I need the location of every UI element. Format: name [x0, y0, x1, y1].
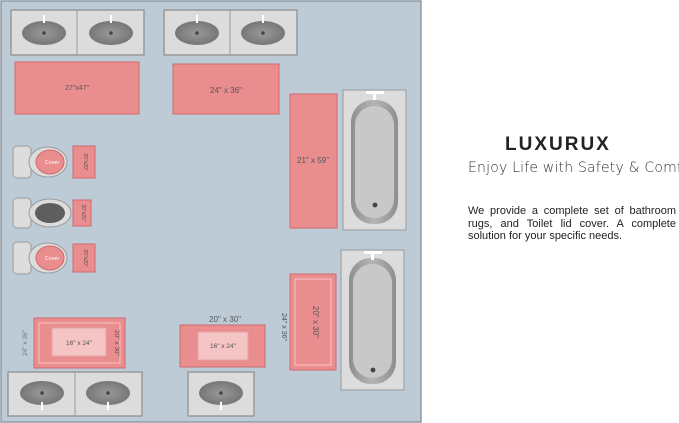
bathtub-bottom: [340, 249, 405, 391]
rug-16x24-bottom-label: 16" x 24": [210, 343, 237, 350]
toilet-open-2: 20"x20": [12, 197, 92, 229]
rug-24x36-top: 24" x 36": [172, 63, 280, 115]
sink-double-top-left: [10, 9, 145, 56]
product-description: We provide a complete set of bathroom ru…: [468, 205, 676, 242]
rug-20x30-right: 20" x 30": [289, 273, 337, 371]
rug-21x59-label: 21" x 59": [297, 156, 329, 165]
rug-24x36-right-label: 24" x 36": [280, 313, 287, 341]
sink-single-bottom-center: [187, 371, 255, 417]
lid-cover-2-label: Cover: [45, 256, 60, 262]
contour-1-label: 20"x20": [82, 153, 88, 170]
rug-20x30-right-label: 20" x 30": [311, 306, 320, 338]
toilet-with-cover-3: Cover 20"x20": [12, 241, 96, 275]
sink-double-top-center: [163, 9, 298, 56]
rug-20x30-left-label: 20" x 30": [113, 330, 120, 357]
contour-3-label: 20"x20": [82, 249, 88, 266]
toilet-with-cover-1: Cover 20"x20": [12, 145, 96, 179]
rug-27x47-label: 27"x47": [65, 85, 90, 92]
contour-2-label: 20"x20": [80, 204, 86, 221]
rug-24x36-left-label: 24" x 36": [22, 329, 29, 356]
rug-16x24-left-label: 16" x 24": [66, 340, 93, 347]
brand-tagline: Enjoy Life with Safety & Comfort: [468, 160, 679, 176]
rug-set-bottom-left: 16" x 24" 20" x 30": [33, 317, 126, 369]
rug-27x47: 27"x47": [14, 61, 140, 115]
rug-21x59: 21" x 59": [289, 93, 338, 229]
sink-double-bottom-left: [7, 371, 143, 417]
rug-set-bottom-center: 20" x 30" 16" x 24": [179, 315, 266, 368]
brand-logo-text: LUXURUX: [505, 134, 611, 155]
lid-cover-1-label: Cover: [45, 160, 60, 166]
rug-24x36-top-label: 24" x 36": [210, 86, 242, 95]
rug-20x30-bottom-label: 20" x 30": [209, 315, 241, 324]
bathtub-top: [342, 89, 407, 231]
bathroom-floor-plan: 27"x47" 24" x 36" 21" x 59" 20" x 30" 24…: [0, 0, 422, 423]
brand-logo: LUXURUX: [505, 134, 611, 155]
